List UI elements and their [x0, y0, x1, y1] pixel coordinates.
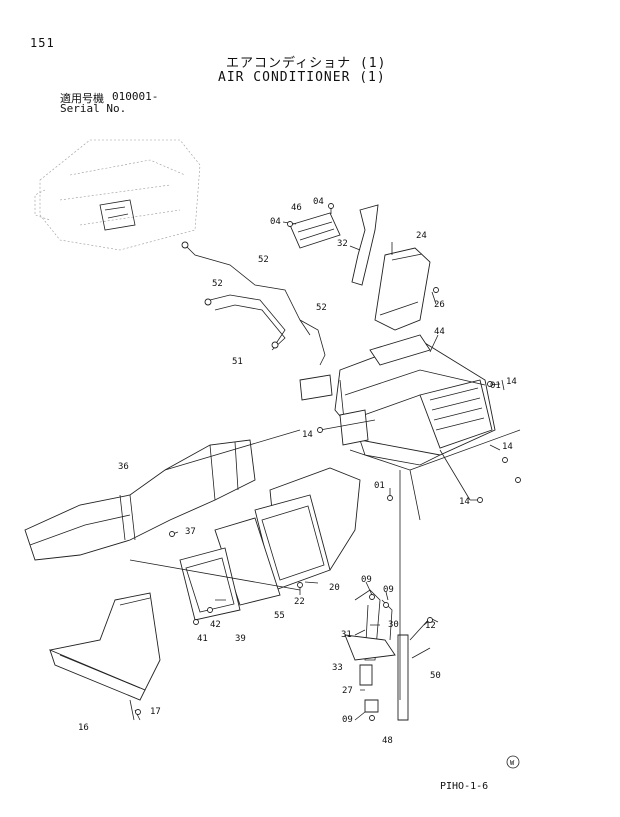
drain-hoses	[344, 589, 439, 721]
title-japanese: エアコンディショナ (1)	[226, 56, 387, 71]
label-52c: 52	[316, 303, 327, 313]
label-16: 16	[78, 723, 89, 733]
serial-label-japanese: 適用号機	[60, 92, 104, 105]
label-39: 39	[235, 634, 246, 644]
label-51: 51	[232, 357, 243, 367]
label-42: 42	[210, 620, 221, 630]
part-44-ac-unit	[299, 334, 496, 466]
label-17: 17	[150, 707, 161, 717]
label-46: 46	[291, 203, 302, 213]
label-26: 26	[434, 300, 445, 310]
label-41: 41	[197, 634, 208, 644]
fasteners	[135, 203, 521, 721]
part-24-duct-cover	[374, 247, 431, 331]
label-24: 24	[416, 231, 427, 241]
label-01a: 01	[490, 381, 501, 391]
figure-code: PIHO-1-6	[440, 781, 489, 792]
label-52a: 52	[258, 255, 269, 265]
label-31: 31	[341, 630, 352, 640]
label-32: 32	[337, 239, 348, 249]
label-20: 20	[329, 583, 340, 593]
watermark-circle	[506, 755, 520, 769]
label-04b: 04	[313, 197, 324, 207]
label-37: 37	[185, 527, 196, 537]
wire-harness	[181, 241, 326, 366]
label-09c: 09	[342, 715, 353, 725]
label-48: 48	[382, 736, 393, 746]
watermark-symbol: W	[510, 759, 515, 767]
label-14b: 14	[302, 430, 313, 440]
label-27: 27	[342, 686, 353, 696]
label-30: 30	[388, 620, 399, 630]
filter-assembly	[179, 467, 361, 621]
page-number: 151	[30, 36, 55, 50]
label-09b: 09	[383, 585, 394, 595]
label-09a: 09	[361, 575, 372, 585]
label-14a: 14	[506, 377, 517, 387]
label-14d: 14	[459, 497, 470, 507]
label-14c: 14	[502, 442, 513, 452]
part-36-duct	[24, 439, 256, 561]
label-33: 33	[332, 663, 343, 673]
label-01b: 01	[374, 481, 385, 491]
serial-value: 010001-	[112, 90, 159, 103]
part-46-control-box	[289, 212, 341, 249]
label-55: 55	[274, 611, 285, 621]
label-52b: 52	[212, 279, 223, 289]
part-32-duct	[351, 204, 379, 286]
part-number-labels: 04 46 04 24 32 26 52 52 52 51 44 01 14 1…	[78, 197, 517, 767]
label-50: 50	[430, 671, 441, 681]
part-16-lower-duct	[49, 592, 161, 701]
label-12: 12	[425, 621, 436, 631]
label-22: 22	[294, 597, 305, 607]
title-english: AIR CONDITIONER (1)	[218, 70, 386, 85]
label-44: 44	[434, 327, 445, 337]
machine-location-sketch	[34, 139, 201, 251]
label-36: 36	[118, 462, 129, 472]
label-04a: 04	[270, 217, 281, 227]
serial-label-english: Serial No.	[60, 102, 127, 115]
